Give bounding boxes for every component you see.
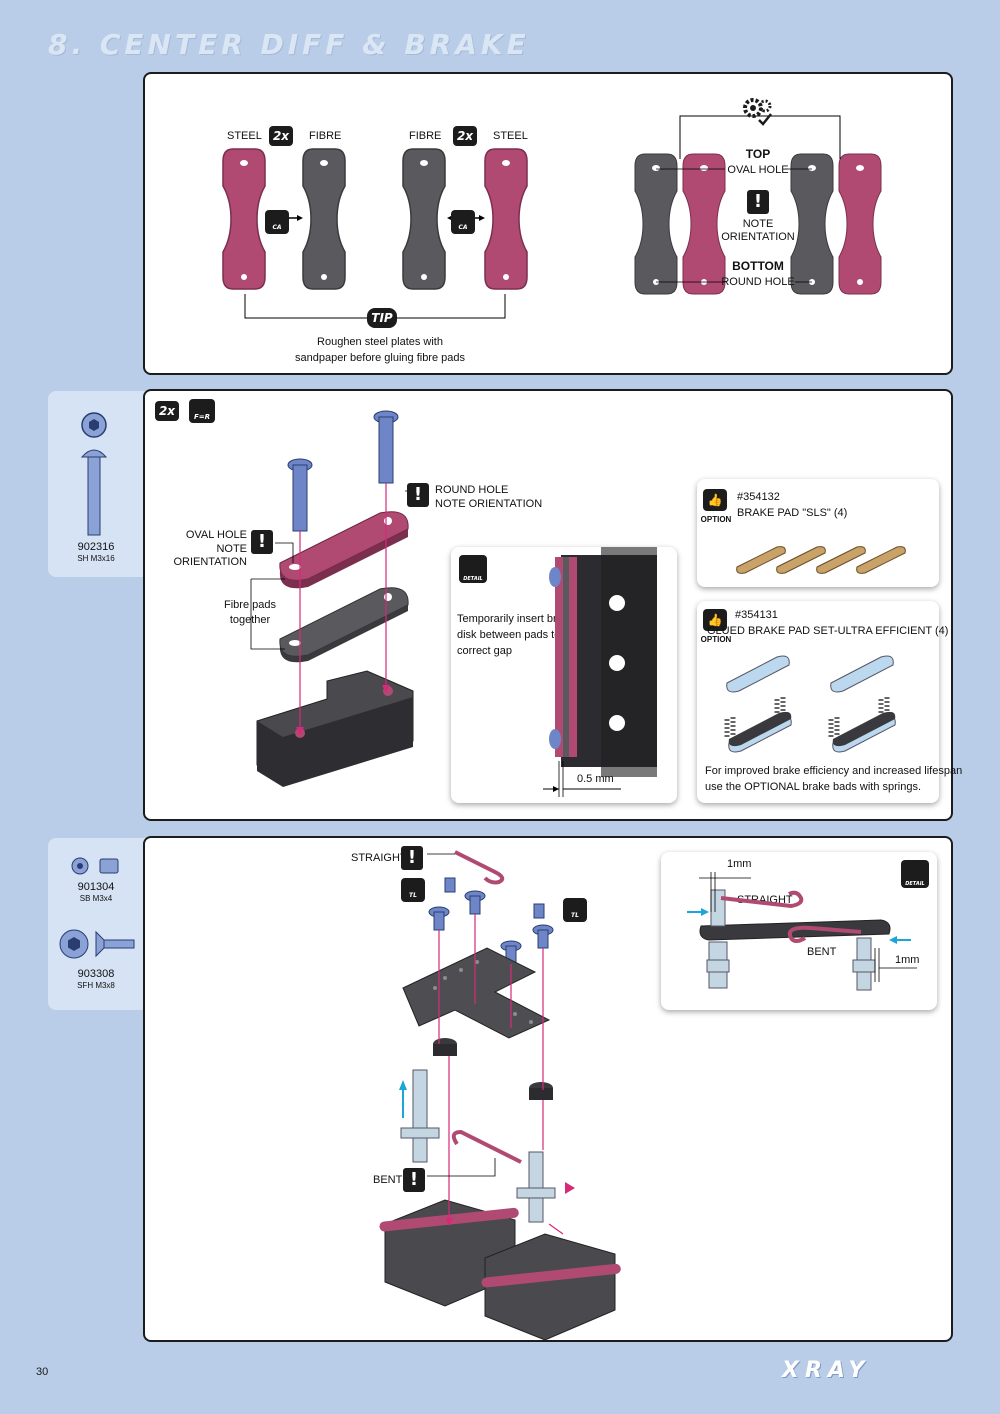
option2-text-line2: use the OPTIONAL brake bads with springs… [705, 781, 922, 793]
detail-box-gap: DETAIL Temporarily insert brake disk bet… [451, 547, 677, 803]
label-fibre-right: FIBRE [409, 130, 442, 142]
detail-magnifier-icon: DETAIL [459, 555, 487, 583]
option1-name: BRAKE PAD "SLS" (4) [737, 507, 848, 519]
option-thumbsup-icon-1: 👍 [703, 489, 727, 511]
round-hole-note-line2: NOTE ORIENTATION [435, 498, 543, 510]
step-panel-brake-pads: STEEL 2x FIBRE FIBRE 2x STEEL CA CA TIP … [143, 72, 953, 375]
brake-pad-exploded-illustration [250, 410, 414, 787]
ca-glue-icon-right: CA [451, 210, 475, 234]
ca-glue-label-right: CA [458, 224, 468, 231]
threadlock-label-right: TL [571, 912, 579, 919]
threadlock-icon-right: TL [563, 898, 587, 922]
orientation-label: ORIENTATION [721, 231, 795, 243]
note-label: NOTE [742, 218, 774, 230]
label-fibre-left: FIBRE [309, 130, 342, 142]
screw-right [373, 410, 399, 484]
screw-903308-icon [59, 929, 135, 959]
detail-text-line2: disk between pads to set [457, 629, 579, 641]
fibre-pads-together-line1: Fibre pads [224, 599, 276, 611]
oval-hole-note-line2: NOTE ORIENTATION [173, 543, 247, 568]
detail-box-cam-gap: DETAIL 1mm STRAIGHT BENT 1mm [661, 852, 937, 1010]
option-box-ultra-efficient: 👍 OPTION #354131 GLUED BRAKE PAD SET-ULT… [697, 601, 962, 803]
label-steel-left: STEEL [227, 130, 262, 142]
oval-hole-note-icon: ! [251, 530, 273, 554]
ca-glue-icon-left: CA [265, 210, 289, 234]
part-desc-902316: SH M3x16 [77, 554, 115, 563]
qty-badge-left: 2x [269, 126, 293, 146]
note-icon: ! [747, 190, 769, 214]
threadlock-label-left: TL [409, 892, 417, 899]
detail-label-2: DETAIL [905, 881, 925, 887]
fibre-pad-right [402, 148, 446, 290]
brake-gap-detail-illustration [543, 547, 657, 797]
tip-text-line2: sandpaper before gluing fibre pads [294, 352, 465, 364]
fibre-pads-together-line2: together [229, 614, 271, 626]
pad-assembly-illustration [222, 115, 882, 319]
page-number: 30 [36, 1366, 49, 1378]
part-number-902316: 902316 [77, 541, 115, 553]
brake-cam-exploded-illustration [379, 850, 621, 1341]
detail-text-line1: Temporarily insert brake [457, 613, 575, 625]
option2-text-line1: For improved brake efficiency and increa… [705, 765, 963, 777]
round-hole-note-line1: ROUND HOLE [435, 484, 509, 496]
option2-code: #354131 [735, 609, 778, 621]
bent-label: BENT [373, 1174, 403, 1186]
tip-badge: TIP [367, 308, 397, 328]
dimension-top: 1mm [727, 858, 752, 870]
option-thumbsup-icon-2: 👍 [703, 609, 727, 631]
fibre-pad-left [302, 148, 346, 290]
part-number-903308: 903308 [77, 968, 115, 980]
dimension-right: 1mm [895, 954, 920, 966]
label-steel-right: STEEL [493, 130, 528, 142]
top-label: TOP [745, 147, 771, 161]
steel-plate-right [484, 148, 528, 290]
sls-pads-illustration [736, 546, 906, 574]
detail-bent-label: BENT [807, 946, 837, 958]
option-label-1: OPTION [700, 515, 732, 524]
ca-glue-label-left: CA [272, 224, 282, 231]
screw-901304-icon [71, 857, 119, 875]
gears-check-icon [743, 98, 772, 126]
front-rear-icon: F=R [189, 399, 215, 423]
screw-902316-icon [80, 412, 108, 536]
bottom-label: BOTTOM [732, 259, 784, 273]
tip-text-line1: Roughen steel plates with [317, 336, 443, 348]
brand-logo: XRAY [782, 1358, 871, 1383]
page-title: 8. CENTER DIFF & BRAKE [48, 28, 530, 61]
round-hole-label: ROUND HOLE [721, 276, 795, 288]
bent-note-icon: ! [403, 1168, 425, 1192]
parts-sidebar-step3: 901304 SB M3x4 903308 SFH M3x8 [48, 838, 148, 1010]
oval-hole-note-line1: OVAL HOLE [185, 529, 247, 541]
parts-sidebar-step2: 902316 SH M3x16 [48, 391, 148, 577]
option-box-sls: 👍 OPTION #354132 BRAKE PAD "SLS" (4) [697, 479, 939, 587]
qty-badge-right: 2x [453, 126, 477, 146]
part-number-901304: 901304 [77, 881, 115, 893]
front-rear-label: F=R [193, 413, 211, 421]
option1-code: #354132 [737, 491, 780, 503]
detail-magnifier-icon-2: DETAIL [901, 860, 929, 888]
detail-label: DETAIL [463, 576, 483, 582]
part-desc-903308: SFH M3x8 [77, 981, 115, 990]
straight-note-icon: ! [401, 846, 423, 870]
steel-plate-left [222, 148, 266, 290]
screw-left [287, 458, 313, 532]
glued-pads-springs-illustration [724, 655, 896, 753]
step-panel-brake-cam: STRAIGHT ! TL TL BENT ! [143, 836, 953, 1342]
qty-badge-step2: 2x [155, 401, 179, 421]
step-panel-brake-assembly: 2x F=R ! ROUND [143, 389, 962, 821]
part-desc-901304: SB M3x4 [79, 894, 113, 903]
cam-detail-illustration [687, 872, 917, 991]
option2-name: GLUED BRAKE PAD SET-ULTRA EFFICIENT (4) [707, 625, 949, 637]
gap-dimension: 0.5 mm [577, 773, 614, 785]
detail-text-line3: correct gap [457, 645, 513, 657]
oval-hole-label: OVAL HOLE [727, 164, 789, 176]
threadlock-icon-left: TL [401, 878, 425, 902]
straight-label: STRAIGHT [351, 852, 407, 864]
option-label-2: OPTION [700, 635, 732, 644]
round-hole-note-icon: ! [407, 483, 429, 507]
